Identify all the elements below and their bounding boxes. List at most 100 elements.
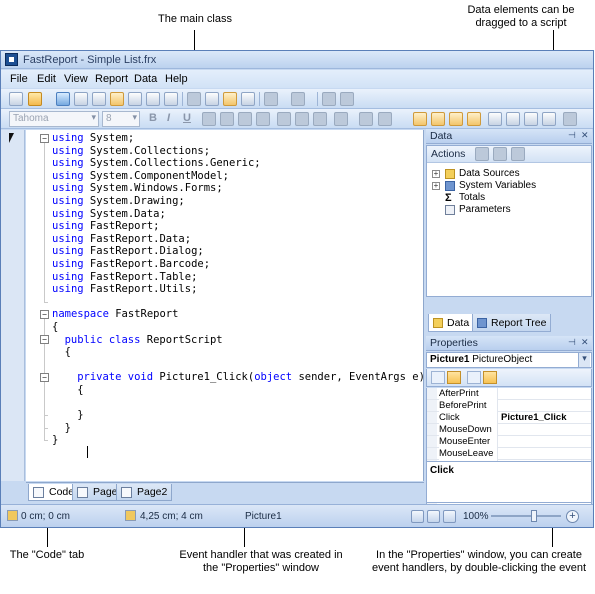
tree-parameters[interactable]: Parameters [459, 204, 511, 215]
border-top-icon[interactable] [413, 112, 427, 126]
code-using-line[interactable]: using FastReport.Data; [52, 232, 192, 245]
fold-toggle-icon[interactable]: − [40, 133, 49, 143]
view-icon[interactable] [511, 147, 525, 161]
fold-toggle-icon[interactable]: − [40, 335, 49, 345]
font-name-combo[interactable]: Tahoma [9, 111, 99, 127]
format-painter-icon[interactable] [241, 92, 255, 106]
pin-icon[interactable]: ⊣ [568, 337, 576, 347]
tree-data-sources[interactable]: Data Sources [459, 168, 520, 179]
app-icon[interactable] [5, 53, 18, 66]
code-using-line[interactable]: using FastReport.Dialog; [52, 245, 204, 258]
code-using-line[interactable]: using FastReport; [52, 220, 160, 233]
close-icon[interactable]: ✕ [581, 130, 589, 140]
zoom-100-icon[interactable] [443, 510, 456, 523]
tab-data[interactable]: Data [428, 314, 475, 332]
event-row-beforeprint[interactable]: BeforePrint [427, 400, 591, 412]
fill-color-icon[interactable] [563, 112, 577, 126]
border-style-icon[interactable] [524, 112, 538, 126]
group-icon[interactable] [322, 92, 336, 106]
font-size-combo[interactable]: 8 [102, 111, 140, 127]
tab-code[interactable]: Code [28, 484, 80, 501]
menu-view[interactable]: View [64, 73, 88, 85]
code-brace-line[interactable]: { [77, 384, 84, 396]
new-report-icon[interactable] [9, 92, 23, 106]
code-brace-line[interactable]: } [77, 409, 84, 422]
edit-icon[interactable] [475, 147, 489, 161]
save-icon[interactable] [56, 92, 70, 106]
redo-icon[interactable] [291, 92, 305, 106]
tab-page2[interactable]: Page2 [116, 484, 173, 501]
undo-icon[interactable] [264, 92, 278, 106]
highlight-icon[interactable] [359, 112, 373, 126]
code-brace-line[interactable]: } [64, 421, 71, 434]
alphabetical-icon[interactable] [447, 371, 461, 384]
properties-icon[interactable] [467, 371, 481, 384]
code-using-line[interactable]: using System.Windows.Forms; [52, 182, 223, 195]
paste-icon[interactable] [223, 92, 237, 106]
valign-bottom-icon[interactable] [313, 112, 327, 126]
code-using-line[interactable]: using System.Drawing; [52, 195, 185, 207]
save-all-icon[interactable] [74, 92, 88, 106]
delete-icon[interactable] [493, 147, 507, 161]
code-method-line[interactable]: private void Picture1_Click(object sende… [77, 371, 424, 384]
events-icon[interactable] [483, 371, 497, 384]
align-right-icon[interactable] [238, 112, 252, 126]
menu-data[interactable]: Data [134, 73, 158, 85]
bold-icon[interactable]: B [149, 112, 157, 124]
cut-icon[interactable] [187, 92, 201, 106]
open-icon[interactable] [28, 92, 42, 106]
border-all-icon[interactable] [488, 112, 502, 126]
border-left-icon[interactable] [449, 112, 463, 126]
event-row-mouseleave[interactable]: MouseLeave [427, 448, 591, 460]
zoom-slider-thumb[interactable] [531, 510, 537, 522]
menu-report[interactable]: Report [95, 73, 129, 85]
event-row-mousedown[interactable]: MouseDown [427, 424, 591, 436]
code-using-line[interactable]: using System.Collections; [52, 144, 211, 157]
text-color-icon[interactable] [334, 112, 348, 126]
code-editor[interactable]: using System;using System.Collections; us… [26, 130, 424, 481]
zoom-slider-track[interactable] [491, 515, 561, 517]
code-using-line[interactable]: using FastReport.Table; [52, 270, 198, 283]
justify-icon[interactable] [256, 112, 270, 126]
code-namespace-line[interactable]: namespace FastReport [52, 308, 179, 321]
expand-system-variables[interactable]: + [432, 181, 440, 190]
close-icon[interactable]: ✕ [581, 337, 589, 347]
code-brace-line[interactable]: } [52, 434, 59, 447]
italic-icon[interactable]: I [167, 112, 171, 124]
new-dialog-icon[interactable] [128, 92, 142, 106]
border-none-icon[interactable] [506, 112, 520, 126]
tree-system-variables[interactable]: System Variables [459, 180, 537, 191]
border-bottom-icon[interactable] [431, 112, 445, 126]
code-brace-line[interactable]: { [52, 321, 59, 333]
zoom-whole-page-icon[interactable] [427, 510, 440, 523]
menu-file[interactable]: File [10, 73, 28, 85]
expand-data-sources[interactable]: + [432, 169, 440, 178]
pin-icon[interactable]: ⊣ [568, 130, 576, 140]
tree-totals[interactable]: Totals [459, 192, 486, 203]
zoom-page-width-icon[interactable] [411, 510, 424, 523]
page-setup-icon[interactable] [164, 92, 178, 106]
menu-help[interactable]: Help [165, 73, 188, 85]
event-row-afterprint[interactable]: AfterPrint [427, 388, 591, 400]
copy-icon[interactable] [205, 92, 219, 106]
valign-top-icon[interactable] [277, 112, 291, 126]
actions-menu[interactable]: Actions [431, 148, 466, 160]
object-selector[interactable]: Picture1 PictureObject [426, 352, 592, 368]
ungroup-icon[interactable] [340, 92, 354, 106]
code-using-line[interactable]: using FastReport.Barcode; [52, 258, 211, 270]
code-using-line[interactable]: using FastReport.Utils; [52, 283, 198, 296]
underline-icon[interactable]: U [183, 112, 191, 124]
categorized-icon[interactable] [431, 371, 445, 384]
code-class-line[interactable]: public class ReportScript [64, 333, 223, 346]
code-using-line[interactable]: using System; [52, 132, 135, 144]
code-brace-line[interactable]: { [64, 346, 71, 359]
align-left-icon[interactable] [202, 112, 216, 126]
zoom-in-icon[interactable]: + [566, 510, 579, 523]
pointer-icon[interactable] [9, 133, 14, 143]
title-bar[interactable]: FastReport - Simple List.frx [1, 51, 593, 69]
tab-page1[interactable]: Page1 [72, 484, 129, 501]
rotation-icon[interactable] [378, 112, 392, 126]
delete-page-icon[interactable] [146, 92, 160, 106]
shadow-icon[interactable] [542, 112, 556, 126]
menu-edit[interactable]: Edit [37, 73, 56, 85]
